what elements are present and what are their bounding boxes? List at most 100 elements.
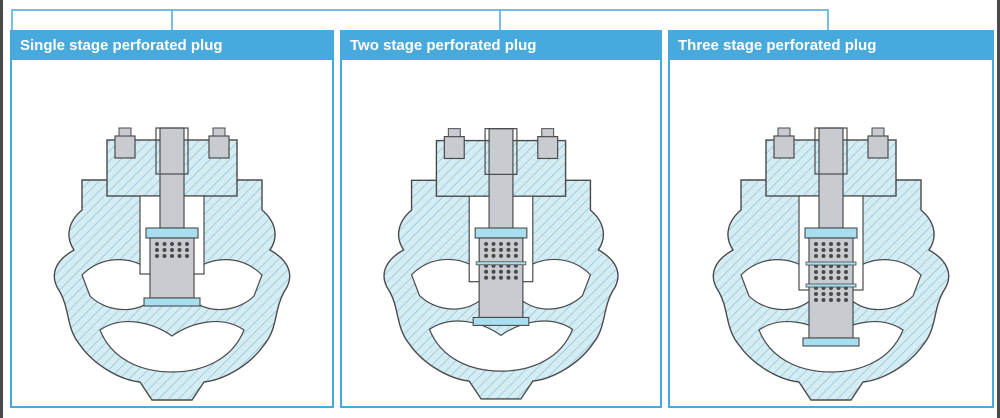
perforation-hole xyxy=(506,269,511,274)
perforation-hole xyxy=(162,242,167,246)
valve-diagram-three xyxy=(670,60,992,406)
perforation-hole xyxy=(513,275,518,280)
perforation-hole xyxy=(499,247,503,252)
panel-three-stage: Three stage perforated plug xyxy=(668,30,994,408)
bolt-cap xyxy=(871,127,885,137)
connector-lines xyxy=(11,9,829,30)
perforation-hole xyxy=(829,242,833,246)
perforation-hole xyxy=(821,270,826,274)
panel-title: Two stage perforated plug xyxy=(342,32,660,60)
perforation-hole xyxy=(185,254,189,258)
perforation-hole xyxy=(506,275,511,280)
valve-seat xyxy=(143,297,201,307)
perforation-hole xyxy=(491,253,496,258)
perforation-hole xyxy=(821,276,826,280)
stage-ring xyxy=(805,261,857,266)
bolt-icon xyxy=(773,135,795,159)
perforation-hole xyxy=(185,248,189,252)
perforation-hole xyxy=(836,298,841,302)
bolt-icon xyxy=(443,136,465,160)
bolt-icon xyxy=(537,136,559,160)
perforation-hole xyxy=(821,254,826,258)
perforation-hole xyxy=(506,253,511,258)
perforation-hole xyxy=(170,254,174,258)
perforation-hole xyxy=(844,270,848,274)
perforation-hole xyxy=(836,292,841,296)
bolt-icon xyxy=(114,135,136,159)
right-border xyxy=(997,0,1000,418)
bolt-cap xyxy=(118,127,132,137)
perforation-hole xyxy=(829,248,833,252)
bolt-cap xyxy=(447,128,461,138)
perforation-hole xyxy=(844,298,848,302)
perforation-hole xyxy=(821,292,826,296)
perforation-hole xyxy=(499,269,503,274)
valve-body-icon xyxy=(712,127,950,401)
perforation-hole xyxy=(162,254,167,258)
perforation-hole xyxy=(829,276,833,280)
perforation-hole xyxy=(513,241,518,246)
perforation-hole xyxy=(513,269,518,274)
valve-diagram-single xyxy=(12,60,332,406)
perforation-hole xyxy=(484,253,489,258)
perforation-hole xyxy=(814,270,818,274)
perforation-hole xyxy=(829,298,833,302)
perforation-hole xyxy=(499,241,503,246)
perforation-hole xyxy=(513,247,518,252)
perforation-hole xyxy=(814,242,818,246)
perforation-hole xyxy=(829,270,833,274)
perforation-hole xyxy=(844,254,848,258)
perforation-hole xyxy=(491,275,496,280)
left-border xyxy=(0,0,3,418)
perforation-hole xyxy=(814,298,818,302)
seal-ring xyxy=(145,227,199,239)
perforation-hole xyxy=(177,242,182,246)
perforation-hole xyxy=(155,242,159,246)
perforation-hole xyxy=(844,276,848,280)
perforation-hole xyxy=(484,275,489,280)
panel-two-stage: Two stage perforated plug xyxy=(340,30,662,408)
perforated-plug-icon xyxy=(149,237,195,299)
perforation-hole xyxy=(177,248,182,252)
perforation-hole xyxy=(844,248,848,252)
bolt-cap xyxy=(212,127,226,137)
perforation-hole xyxy=(506,247,511,252)
panel-title: Three stage perforated plug xyxy=(670,32,992,60)
perforation-hole xyxy=(814,248,818,252)
stem-icon xyxy=(488,128,514,229)
perforation-hole xyxy=(821,242,826,246)
perforation-hole xyxy=(513,253,518,258)
perforation-hole xyxy=(844,242,848,246)
perforation-hole xyxy=(506,241,511,246)
perforation-hole xyxy=(499,253,503,258)
bolt-cap xyxy=(777,127,791,137)
perforation-hole xyxy=(484,269,489,274)
perforation-hole xyxy=(821,248,826,252)
valve-body-icon xyxy=(383,128,619,400)
perforation-hole xyxy=(185,242,189,246)
perforation-hole xyxy=(155,248,159,252)
panel-single-stage: Single stage perforated plug xyxy=(10,30,334,408)
perforation-hole xyxy=(814,276,818,280)
seal-ring xyxy=(804,227,858,239)
stage-ring xyxy=(805,283,857,288)
bolt-icon xyxy=(867,135,889,159)
perforation-hole xyxy=(170,242,174,246)
perforation-hole xyxy=(836,276,841,280)
bolt-icon xyxy=(208,135,230,159)
packing-gland xyxy=(155,127,189,175)
perforation-hole xyxy=(491,269,496,274)
perforation-hole xyxy=(155,254,159,258)
packing-gland xyxy=(814,127,848,175)
perforation-hole xyxy=(484,241,489,246)
stem-icon xyxy=(818,127,844,229)
stem-icon xyxy=(159,127,185,229)
perforation-hole xyxy=(814,292,818,296)
perforation-hole xyxy=(491,247,496,252)
perforation-hole xyxy=(484,247,489,252)
panel-title: Single stage perforated plug xyxy=(12,32,332,60)
perforation-hole xyxy=(836,270,841,274)
perforation-hole xyxy=(162,248,167,252)
perforation-hole xyxy=(836,254,841,258)
perforation-hole xyxy=(177,254,182,258)
